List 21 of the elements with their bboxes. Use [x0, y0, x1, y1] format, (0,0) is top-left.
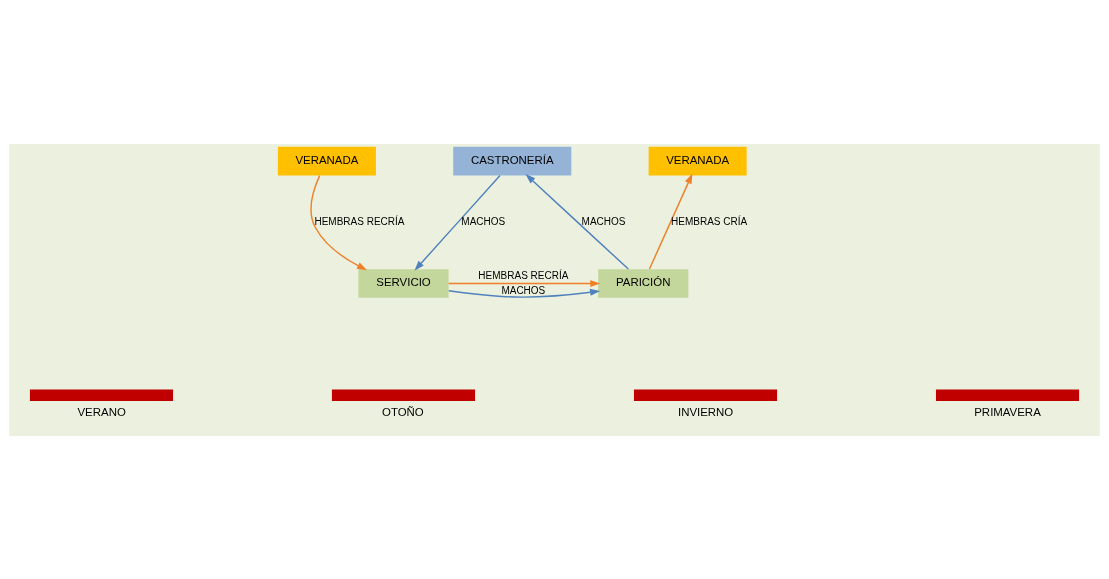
edge-label: MACHOS [501, 284, 546, 296]
label: VERANO [77, 405, 126, 418]
arrow [310, 174, 368, 270]
edge-label: HEMBRAS RECRÍA [478, 269, 569, 281]
node-box: PARICIÓN [598, 268, 689, 298]
arrow [448, 288, 601, 298]
arrow [447, 279, 601, 287]
label: OTOÑO [382, 405, 424, 418]
node-box: VERANADA [277, 146, 376, 175]
node-box: CASTRONERÍA [453, 146, 572, 175]
edge-label: MACHOS [581, 215, 626, 227]
edge-label: HEMBRAS CRÍA [671, 215, 748, 227]
node-box: SERVICIO [358, 268, 449, 298]
arrow [648, 173, 693, 270]
edge-label: MACHOS [461, 215, 506, 227]
node-box: VERANADA [648, 146, 747, 175]
arrow [414, 174, 501, 271]
label: INVIERNO [677, 405, 734, 418]
arrow [525, 173, 630, 270]
edge-label: HEMBRAS RECRÍA [314, 215, 405, 227]
label: PRIMAVERA [974, 405, 1041, 418]
